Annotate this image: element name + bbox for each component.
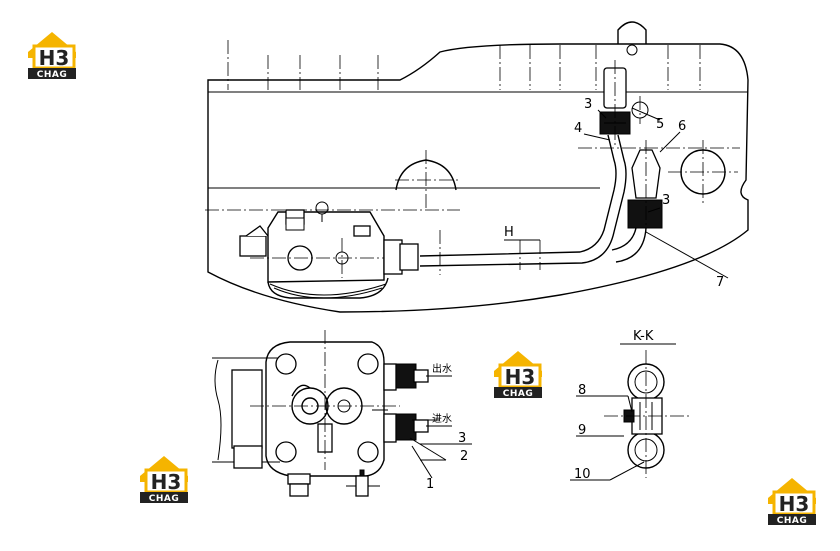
engine-block-outline — [205, 21, 749, 313]
pump-assembly-front — [212, 330, 452, 497]
callout-10: 10 — [574, 467, 591, 482]
callout-9: 9 — [578, 423, 586, 438]
callout-4: 4 — [574, 121, 582, 136]
coolant-pipe — [419, 134, 647, 275]
leader-lines — [409, 107, 729, 481]
view-mark-h: H — [504, 225, 514, 240]
logo-brand-text: CHAG — [37, 70, 68, 80]
callout-3-lower: 3 — [458, 431, 466, 446]
callout-8: 8 — [578, 383, 586, 398]
logo-brand-text: CHAG — [149, 494, 180, 504]
brand-logo: H3 CHAG — [24, 28, 80, 80]
callout-2: 2 — [460, 449, 468, 464]
logo-mark: H3 — [505, 365, 536, 389]
upper-fitting — [578, 60, 740, 149]
inlet-label: 进水 — [432, 413, 452, 425]
section-k-k — [604, 343, 690, 478]
section-label: K-K — [633, 329, 654, 344]
logo-brand-text: CHAG — [503, 389, 534, 399]
outlet-label: 出水 — [432, 362, 452, 375]
brand-logo: H3 CHAG — [136, 452, 192, 504]
callout-5: 5 — [656, 117, 664, 132]
logo-mark: H3 — [39, 46, 70, 70]
lower-fitting — [627, 140, 663, 232]
pump-assembly-side — [239, 201, 419, 299]
callout-7: 7 — [716, 275, 724, 290]
callout-3-upper: 3 — [584, 97, 592, 112]
callout-3-right: 3 — [662, 193, 670, 208]
brand-logo: H3 CHAG — [764, 474, 820, 526]
logo-mark: H3 — [151, 470, 182, 494]
logo-mark: H3 — [779, 492, 810, 516]
brand-logo: H3 CHAG — [490, 347, 546, 399]
callout-6: 6 — [678, 119, 686, 134]
callout-1: 1 — [426, 477, 434, 492]
logo-brand-text: CHAG — [777, 516, 808, 526]
